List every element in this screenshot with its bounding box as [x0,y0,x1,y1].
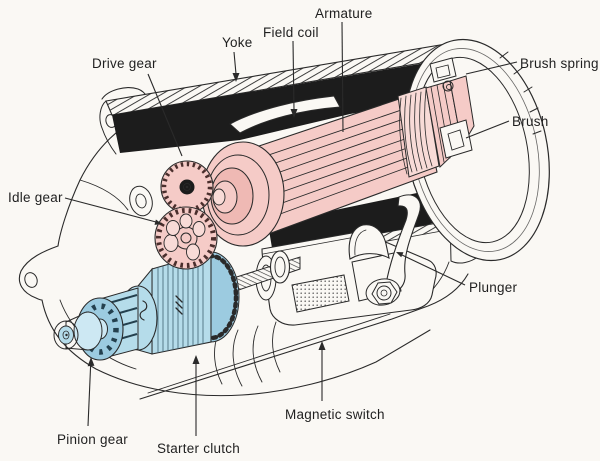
label-brush-spring: Brush spring [520,56,599,71]
clutch-engraving [139,300,148,321]
starter-clutch [53,251,240,361]
leader-lines [64,21,518,436]
clutch-ribs [157,254,204,353]
armature [201,75,475,247]
drive-gear-teeth [161,161,213,213]
field-coil-upper [112,58,463,153]
terminal-nut [371,281,398,305]
idle-gear-web-holes [163,213,206,261]
stop-ring [269,250,291,284]
label-field-coil: Field coil [263,25,319,40]
plunger-assembly [348,194,421,306]
pinion-teeth [81,303,119,355]
idle-gear-teeth [156,208,216,268]
label-yoke: Yoke [222,35,253,50]
brush-holder [429,57,457,83]
through-bolt-hatch [499,51,542,135]
label-brush: Brush [512,114,549,129]
label-plunger: Plunger [469,280,518,295]
drive-gear [160,160,214,214]
brush-block [439,119,473,159]
plunger-cap [348,224,390,260]
part-labels: Armature Field coil Yoke Drive gear Brus… [8,6,599,456]
label-drive-gear: Drive gear [92,56,157,71]
label-starter-clutch: Starter clutch [157,441,240,456]
riser-wires [399,89,433,175]
label-idle-gear: Idle gear [8,190,63,205]
pinion-shaft-tip [53,311,103,351]
label-armature: Armature [315,6,373,21]
label-pinion-gear: Pinion gear [57,432,128,447]
solenoid-coil-section [291,274,350,313]
brush-spring-coil [442,80,454,92]
brush-assembly [429,57,473,159]
idle-gear [154,206,218,270]
label-magnetic-switch: Magnetic switch [285,407,385,422]
